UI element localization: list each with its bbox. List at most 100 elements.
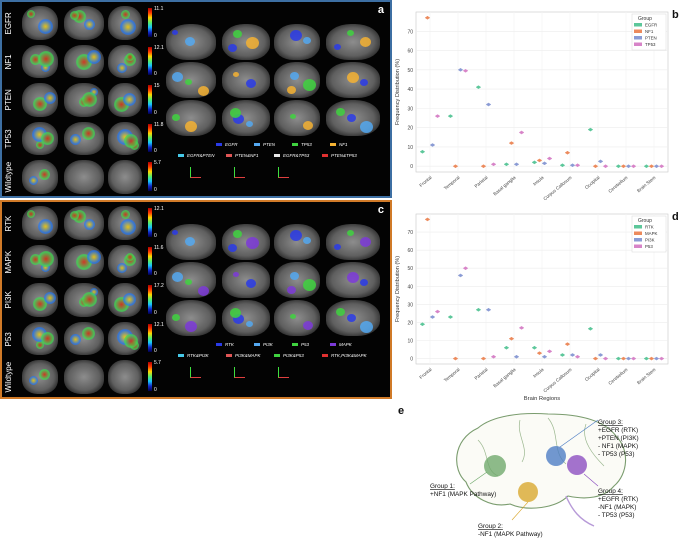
heat-spot (29, 375, 38, 385)
data-point (541, 354, 548, 359)
brain-slice (108, 244, 142, 278)
colorbar (148, 162, 152, 191)
heat-spot (44, 291, 56, 304)
mutation-region (347, 72, 359, 83)
legend-label: EGFR&TP53 (283, 153, 310, 158)
data-point (508, 141, 515, 145)
overlay-slice (326, 24, 380, 60)
overlay-slice (166, 24, 216, 60)
colorbar (148, 246, 152, 275)
colorbar-max-label: 5.7 (154, 360, 161, 366)
heat-spot (87, 250, 101, 264)
connector-line (469, 471, 488, 485)
heat-spot (84, 19, 95, 30)
heat-spot (38, 50, 54, 67)
legend-label: EGFR (225, 142, 238, 147)
heat-spot (123, 92, 136, 106)
mutation-region (290, 272, 299, 280)
legend-label: P53 (301, 342, 310, 347)
colorbar (148, 8, 152, 37)
mutation-region (347, 230, 354, 236)
mutation-region (303, 279, 316, 291)
legend-swatch (330, 343, 336, 346)
legend-label: TP53 (301, 142, 312, 147)
colorbar (148, 323, 152, 352)
brain-slice (64, 321, 104, 355)
overlay-slice (166, 224, 216, 260)
heat-spot (121, 10, 130, 19)
data-point (541, 161, 548, 166)
heat-spot (33, 97, 47, 111)
brain-slice (22, 121, 58, 155)
mutation-region (360, 79, 368, 86)
overlay-slice (222, 262, 270, 298)
data-point (452, 356, 459, 361)
legend-swatch (216, 343, 222, 346)
orientation-indicator (278, 367, 289, 378)
heat-spot (126, 253, 134, 261)
mutation-region (336, 108, 345, 116)
mutation-region (230, 308, 241, 318)
legend-label: PTEN&NF1 (235, 153, 259, 158)
brain-slice (64, 160, 104, 194)
colorbar-min-label: 0 (154, 386, 157, 393)
legend-label: RTK (645, 225, 654, 230)
data-point (429, 315, 436, 319)
data-point (602, 164, 609, 169)
mutation-region (172, 114, 180, 121)
colorbar-max-label: 15 (154, 83, 160, 89)
data-point (564, 342, 571, 346)
data-point (462, 266, 469, 271)
data-point (587, 326, 594, 331)
legend-label: PI3K (263, 342, 273, 347)
x-axis-label: Brain Regions (524, 396, 561, 402)
legend-title: Group (638, 218, 652, 224)
brain-slice (108, 6, 142, 40)
colorbar-min-label: 0 (154, 148, 157, 154)
legend-swatch (226, 154, 232, 157)
data-point (546, 349, 553, 354)
mutation-region (290, 314, 296, 319)
data-point (574, 354, 581, 359)
data-point (490, 162, 497, 167)
legend-swatch (634, 36, 642, 40)
colorbar-min-label: 0 (154, 348, 157, 354)
heat-spot (39, 168, 50, 180)
heat-spot (70, 10, 79, 20)
group-region (546, 446, 566, 466)
colorbar-min-label: 0 (154, 309, 157, 316)
group-description: - TP53 (P53) (598, 512, 634, 519)
colorbar-max-label: 12.1 (154, 321, 164, 328)
mutation-region (347, 314, 356, 322)
heat-spot (41, 262, 50, 272)
legend-swatch (322, 154, 328, 157)
brain-slice (22, 83, 58, 117)
panel-letter-a: a (377, 4, 384, 16)
legend-swatch (178, 154, 184, 157)
heat-spot (124, 133, 138, 148)
brain-slice (64, 6, 104, 40)
mutation-region (360, 37, 371, 47)
mutation-region (198, 286, 209, 296)
overlay-slice (222, 24, 270, 60)
brain-slice (22, 244, 58, 278)
mutation-region (347, 114, 356, 122)
legend-swatch (274, 354, 280, 357)
data-point (536, 158, 543, 163)
panel-letter: e (398, 405, 404, 417)
legend-swatch (634, 29, 642, 33)
mutation-region (230, 108, 241, 118)
heat-spot (84, 219, 95, 230)
legend-label: EGFR (645, 23, 657, 28)
data-point (503, 162, 510, 167)
data-point (559, 163, 566, 168)
mutation-region (185, 121, 197, 132)
heat-spot (30, 253, 41, 265)
legend-label: TP53 (645, 42, 656, 47)
group-region (518, 482, 538, 502)
colorbar (148, 285, 152, 314)
mutation-region (246, 37, 259, 49)
mutation-region (303, 121, 313, 130)
group-title: Group 2: (478, 523, 503, 530)
